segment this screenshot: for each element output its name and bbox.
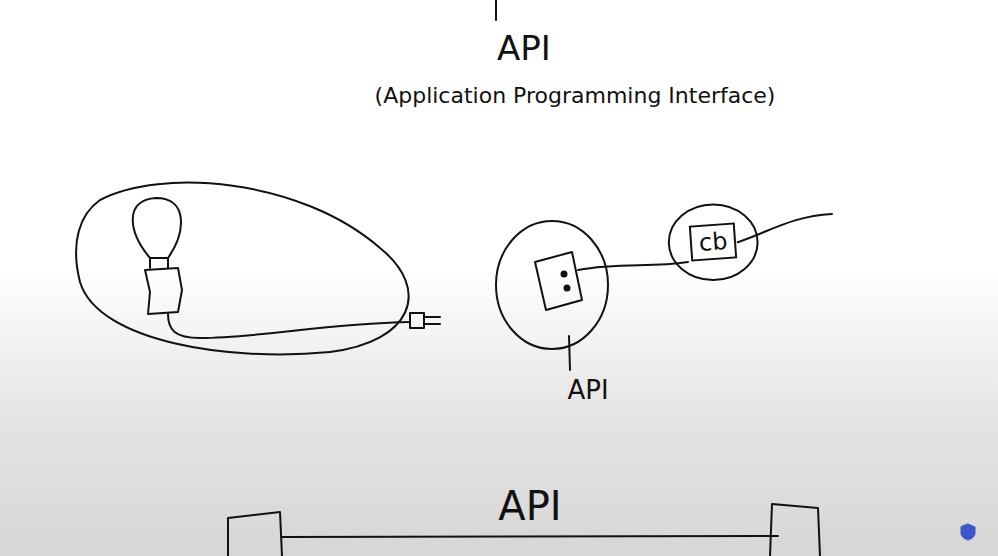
outlet-circle xyxy=(496,221,608,349)
leader-line xyxy=(569,336,570,370)
bulb-neck xyxy=(150,258,168,268)
outlet-plate xyxy=(535,252,582,310)
lamp-outline xyxy=(76,183,409,355)
outlet-hole xyxy=(565,286,570,291)
top-stroke xyxy=(495,0,497,20)
wire xyxy=(738,214,832,242)
shield-icon xyxy=(961,524,975,540)
title: API xyxy=(497,30,551,67)
bulb-glass xyxy=(133,198,181,258)
bridge-line xyxy=(282,536,778,537)
outlet-hole xyxy=(562,272,567,277)
bridge-post xyxy=(770,504,820,556)
lamp-cord xyxy=(168,314,410,338)
text-label: API xyxy=(567,376,608,405)
text-label: (Application Programming Interface) xyxy=(375,84,776,108)
bulb-base xyxy=(145,268,182,314)
plug-prongs xyxy=(424,317,440,324)
breaker-box: cb xyxy=(689,222,738,262)
text-label: API xyxy=(498,484,561,528)
breaker-circle xyxy=(669,204,758,280)
wire xyxy=(578,262,688,270)
plug xyxy=(410,313,424,328)
box-text: cb xyxy=(698,228,728,256)
bridge-post xyxy=(228,512,282,556)
